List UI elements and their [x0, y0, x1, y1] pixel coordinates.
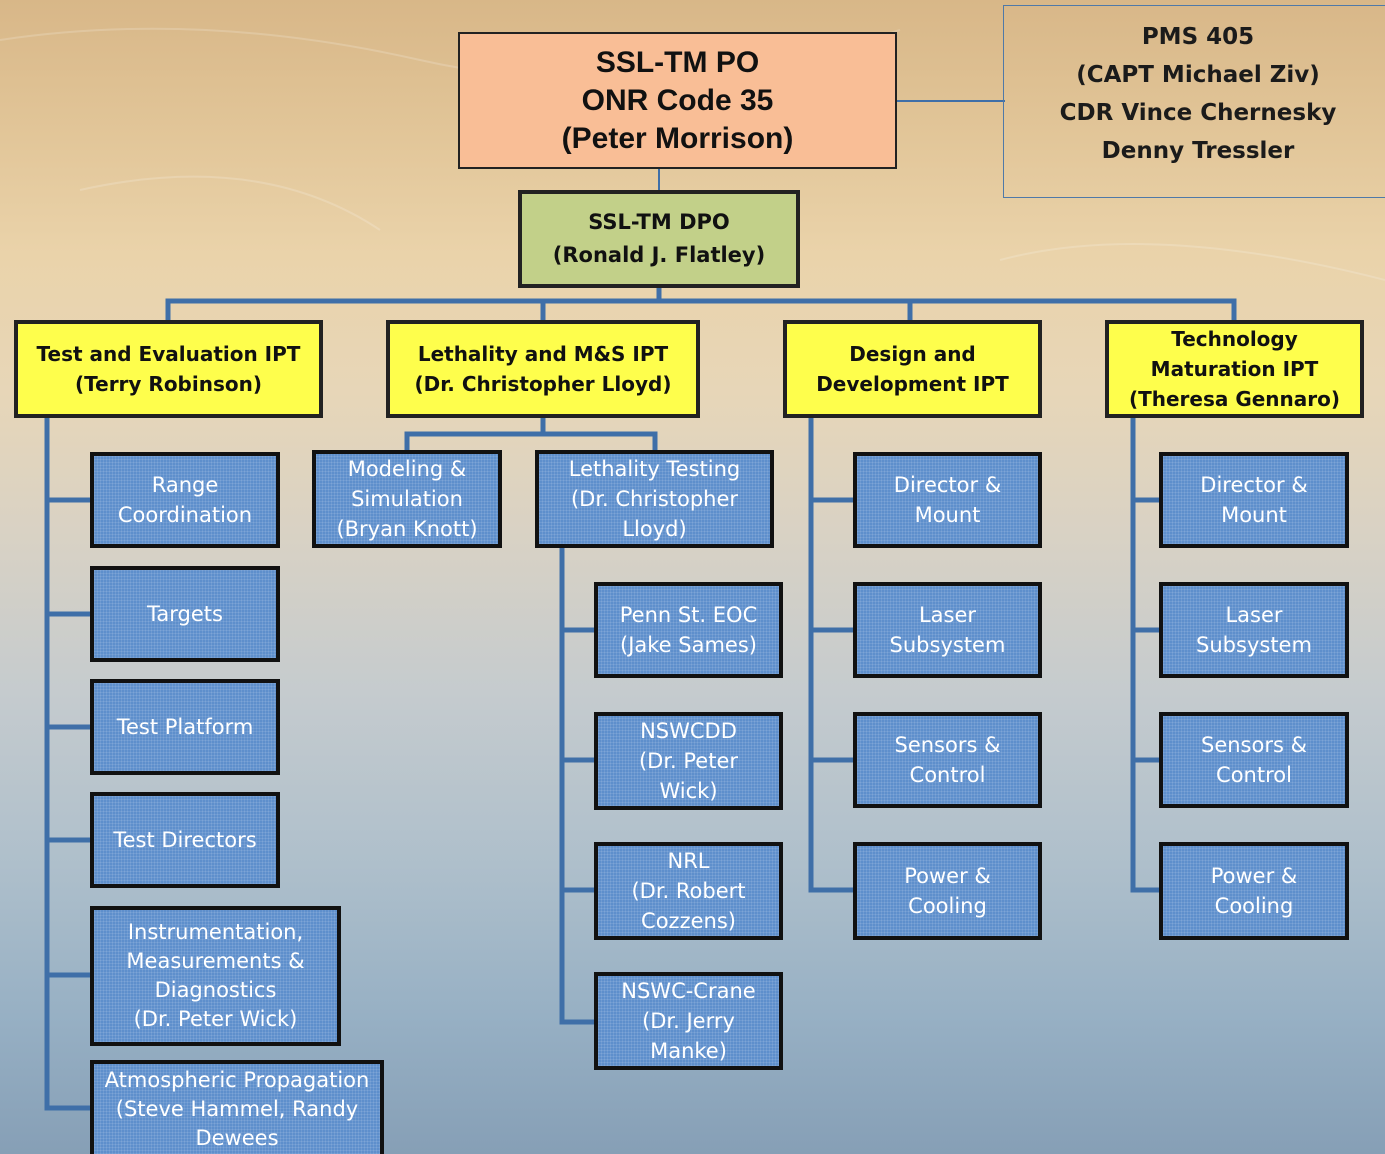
box-lethality-testing: Lethality Testing (Dr. Christopher Lloyd… [535, 450, 774, 548]
pms-line: PMS 405 [1141, 24, 1255, 50]
box-line: (Jake Sames) [620, 633, 757, 657]
ipt-line: Technology [1171, 327, 1298, 351]
box-line: (Dr. Peter [638, 749, 739, 773]
head-line: (Peter Morrison) [561, 121, 794, 155]
box-line: Instrumentation, [127, 920, 304, 944]
box-line: Power & [904, 864, 991, 888]
box-line: Mount [1221, 503, 1287, 527]
box-line: Simulation [351, 487, 463, 511]
box-line: Diagnostics [154, 978, 277, 1002]
box-modeling-simulation: Modeling & Simulation (Bryan Knott) [312, 450, 502, 548]
pms-line: (CAPT Michael Ziv) [1076, 62, 1320, 88]
box-line: (Dr. Christopher [570, 487, 739, 511]
box-test-directors: Test Directors [90, 792, 280, 888]
box-range-coordination: Range Coordination [90, 452, 280, 548]
box-tech-laser-subsystem: Laser Subsystem [1159, 582, 1349, 678]
box-tech-power-cooling: Power & Cooling [1159, 842, 1349, 940]
box-line: Subsystem [889, 633, 1006, 657]
box-line: Control [909, 763, 986, 787]
ipt-test-evaluation: Test and Evaluation IPT (Terry Robinson) [14, 320, 323, 418]
ipt-technology-maturation: Technology Maturation IPT (Theresa Genna… [1105, 320, 1364, 418]
box-line: NRL [667, 849, 710, 873]
box-line: Modeling & [347, 457, 467, 481]
head-line: ONR Code 35 [581, 83, 774, 117]
box-nswc-crane: NSWC-Crane (Dr. Jerry Manke) [594, 972, 783, 1070]
ipt-line: (Dr. Christopher Lloyd) [414, 372, 672, 396]
box-line: Mount [914, 503, 981, 527]
box-tech-director-mount: Director & Mount [1159, 452, 1349, 548]
box-design-power-cooling: Power & Cooling [853, 842, 1042, 940]
box-line: Manke) [650, 1039, 727, 1063]
box-line: Power & [1210, 864, 1298, 888]
box-design-sensors-control: Sensors & Control [853, 712, 1042, 808]
box-line: Laser [918, 603, 977, 627]
box-line: Cooling [908, 894, 987, 918]
box-line: Test Directors [113, 828, 257, 852]
box-line: (Dr. Robert [631, 879, 746, 903]
ipt-line: (Theresa Gennaro) [1128, 387, 1341, 411]
box-line: Director & [1200, 473, 1308, 497]
pms-405-box: PMS 405 (CAPT Michael Ziv) CDR Vince Che… [1003, 5, 1385, 198]
pms-line: CDR Vince Chernesky [1059, 100, 1337, 126]
box-line: Director & [893, 473, 1002, 497]
box-line: Range [151, 473, 219, 497]
box-line: Lloyd) [622, 517, 687, 541]
box-nswcdd: NSWCDD (Dr. Peter Wick) [594, 712, 783, 810]
ipt-line: Maturation IPT [1150, 357, 1319, 381]
box-design-director-mount: Director & Mount [853, 452, 1042, 548]
box-line: Control [1216, 763, 1292, 787]
box-line: (Dr. Jerry [642, 1009, 735, 1033]
ipt-design-development: Design and Development IPT [783, 320, 1042, 418]
box-line: (Steve Hammel, Randy [115, 1097, 359, 1121]
box-line: Subsystem [1196, 633, 1312, 657]
box-line: (Bryan Knott) [336, 517, 478, 541]
box-line: NSWC-Crane [621, 979, 756, 1003]
box-line: Cooling [1214, 894, 1294, 918]
box-instrumentation: Instrumentation, Measurements & Diagnost… [90, 906, 341, 1046]
ipt-line: Lethality and M&S IPT [417, 342, 669, 366]
ipt-line: Development IPT [816, 372, 1009, 396]
box-line: Test Platform [116, 715, 254, 739]
dpo-box: SSL-TM DPO (Ronald J. Flatley) [518, 190, 800, 288]
box-line: Targets [147, 602, 223, 626]
box-design-laser-subsystem: Laser Subsystem [853, 582, 1042, 678]
ipt-line: Test and Evaluation IPT [36, 342, 301, 366]
box-targets: Targets [90, 566, 280, 662]
head-line: SSL-TM PO [595, 45, 760, 79]
box-line: Measurements & [126, 949, 305, 973]
box-line: Coordination [117, 503, 253, 527]
dpo-line: SSL-TM DPO [588, 210, 730, 234]
box-line: Cozzens) [641, 909, 736, 933]
box-atmospheric-propagation: Atmospheric Propagation (Steve Hammel, R… [90, 1060, 384, 1154]
pms-line: Denny Tressler [1101, 138, 1295, 164]
ipt-lethality-ms: Lethality and M&S IPT (Dr. Christopher L… [386, 320, 700, 418]
box-line: Atmospheric Propagation [104, 1068, 370, 1092]
box-line: Sensors & [1201, 733, 1307, 757]
box-line: Laser [1225, 603, 1283, 627]
box-line: Lethality Testing [568, 457, 741, 481]
ipt-line: (Terry Robinson) [75, 372, 262, 396]
head-box-ssl-tm-po: SSL-TM PO ONR Code 35 (Peter Morrison) [458, 32, 897, 169]
box-nrl: NRL (Dr. Robert Cozzens) [594, 842, 783, 940]
box-line: Sensors & [894, 733, 1001, 757]
box-line: Wick) [659, 779, 718, 803]
box-line: (Dr. Peter Wick) [133, 1007, 298, 1031]
box-tech-sensors-control: Sensors & Control [1159, 712, 1349, 808]
ipt-line: Design and [849, 342, 976, 366]
box-line: Penn St. EOC [619, 603, 758, 627]
box-line: NSWCDD [640, 719, 737, 743]
dpo-line: (Ronald J. Flatley) [552, 243, 766, 267]
box-line: Dewees [195, 1126, 279, 1150]
box-penn-st-eoc: Penn St. EOC (Jake Sames) [594, 582, 783, 678]
box-test-platform: Test Platform [90, 679, 280, 775]
